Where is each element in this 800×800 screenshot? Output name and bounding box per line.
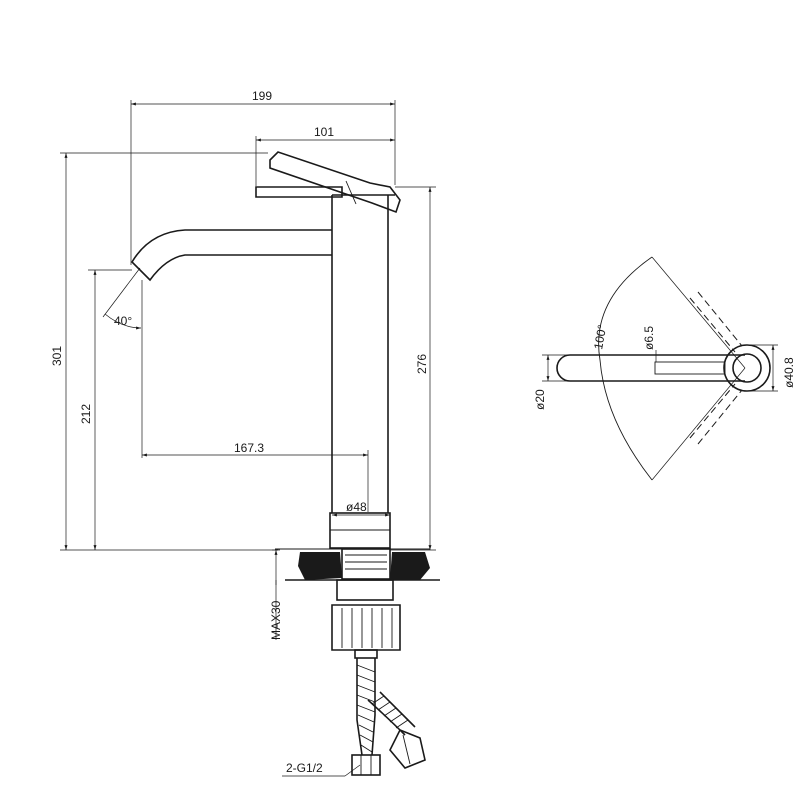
body-diameter-label: ø40.8 bbox=[782, 357, 796, 388]
dimension-lever-diameter: ø20 bbox=[533, 354, 572, 410]
handle-reach-label: 101 bbox=[314, 125, 334, 139]
rotation-angle-label: 100° bbox=[591, 323, 609, 350]
faucet-side-view bbox=[130, 151, 401, 549]
dimension-total-height: 301 bbox=[50, 152, 278, 551]
dimension-overall-reach: 199 bbox=[130, 89, 396, 265]
dimension-base-diameter: ø48 bbox=[332, 500, 390, 517]
dimension-rotation-angle: 100° bbox=[591, 323, 609, 350]
connection-label: 2-G1/2 bbox=[286, 761, 323, 775]
dimension-body-height: 276 bbox=[390, 186, 436, 551]
base-diameter-label: ø48 bbox=[346, 500, 367, 514]
mounting-shank bbox=[331, 548, 401, 659]
spout-angle-label: 40° bbox=[114, 314, 132, 328]
overall-reach-label: 199 bbox=[252, 89, 272, 103]
spout-height-label: 212 bbox=[79, 404, 93, 424]
dimension-handle-reach: 101 bbox=[255, 125, 395, 186]
connection-callout: 2-G1/2 bbox=[282, 761, 361, 777]
lever-diameter-label: ø20 bbox=[533, 389, 547, 410]
dimension-spout-height: 212 bbox=[79, 269, 132, 550]
dimension-lever-slot: ø6.5 bbox=[642, 326, 657, 362]
max-deck-label: MAX30 bbox=[269, 600, 283, 640]
faucet-top-view bbox=[556, 256, 771, 481]
lever-slot-label: ø6.5 bbox=[642, 326, 656, 350]
dimension-spout-angle: 40° bbox=[102, 267, 142, 330]
dimension-body-diameter: ø40.8 bbox=[747, 344, 796, 392]
supply-hoses bbox=[351, 658, 426, 776]
spout-reach-label: 167.3 bbox=[234, 441, 264, 455]
body-height-label: 276 bbox=[415, 354, 429, 374]
total-height-label: 301 bbox=[50, 346, 64, 366]
deck-surface bbox=[275, 548, 440, 581]
dimension-spout-reach: 167.3 bbox=[141, 280, 369, 512]
dimension-max-deck: MAX30 bbox=[269, 549, 283, 640]
